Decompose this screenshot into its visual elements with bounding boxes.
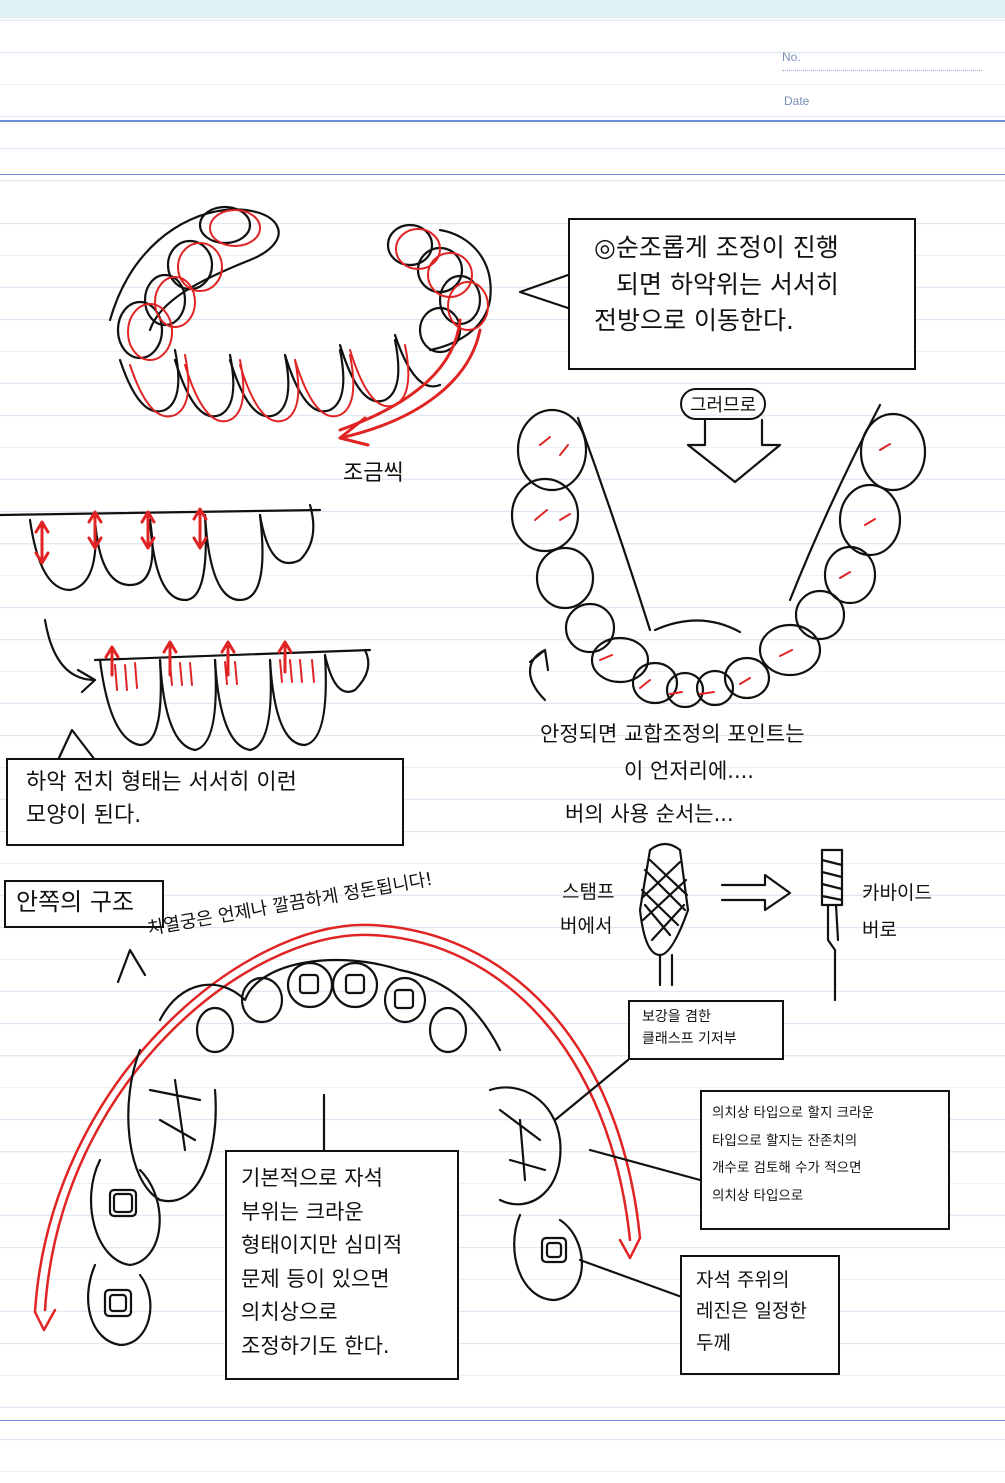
top-callout-tail	[520, 275, 568, 308]
clasp-line-2: 클래스프 기저부	[642, 1028, 782, 1050]
therefore-badge: 그러므로	[680, 388, 766, 420]
carbide-bur-drawing	[822, 850, 842, 1000]
resin-line-1: 자석 주위의	[696, 1265, 838, 1296]
bur-arrow	[722, 875, 790, 910]
denture-callout: 의치상 타입으로 할지 크라운 타입으로 할지는 잔존치의 개수로 검토해 수가…	[700, 1090, 950, 1230]
stamp-bur-label-2: 버에서	[560, 911, 612, 938]
lower-arch-drawing	[512, 405, 925, 707]
stamp-bur-label-1: 스탬프	[562, 877, 614, 904]
center-line-1: 기본적으로 자석	[241, 1162, 457, 1196]
center-line-2: 부위는 크라운	[241, 1196, 457, 1230]
resin-line-3: 두께	[696, 1328, 838, 1359]
anterior-callout: 하악 전치 형태는 서서히 이런 모양이 된다.	[6, 758, 404, 846]
stable-line-1: 안정되면 교합조정의 포인트는	[540, 718, 805, 748]
bur-order-label: 버의 사용 순서는...	[565, 798, 734, 828]
clasp-line-1: 보강을 겸한	[642, 1006, 782, 1028]
upper-arch-drawing	[110, 207, 491, 416]
lower-arch-red-points	[535, 437, 890, 694]
center-callout: 기본적으로 자석 부위는 크라운 형태이지만 심미적 문제 등이 있으면 의치상…	[225, 1150, 459, 1380]
center-line-5: 의치상으로	[241, 1296, 457, 1330]
carbide-bur-label-2: 버로	[862, 915, 897, 942]
clasp-callout: 보강을 겸한 클래스프 기저부	[628, 1000, 784, 1060]
therefore-arrow	[688, 420, 780, 482]
stamp-bur-drawing	[640, 844, 688, 985]
resin-line-2: 레진은 일정한	[696, 1296, 838, 1327]
rotate-arrow	[530, 650, 548, 700]
inner-structure-title-box: 안쪽의 구조	[4, 880, 164, 928]
denture-line-4: 의치상 타입으로	[712, 1183, 948, 1211]
top-callout: ◎순조롭게 조정이 진행 되면 하악위는 서서히 전방으로 이동한다.	[568, 218, 916, 370]
anterior-callout-tail	[58, 730, 95, 760]
anterior-bottom-drawing	[95, 650, 370, 750]
denture-line-1: 의치상 타입으로 할지 크라운	[712, 1100, 948, 1128]
curve-arrow	[45, 620, 95, 692]
top-callout-line-3: 전방으로 이동한다.	[594, 303, 914, 340]
top-callout-line-2: 되면 하악위는 서서히	[594, 267, 914, 304]
stable-line-2: 이 언저리에....	[624, 755, 754, 785]
inner-structure-title: 안쪽의 구조	[16, 888, 162, 917]
top-callout-line-1: ◎순조롭게 조정이 진행	[594, 230, 914, 267]
vertical-red-arrows	[36, 509, 206, 563]
center-line-3: 형태이지만 심미적	[241, 1229, 457, 1263]
carbide-bur-label-1: 카바이드	[862, 878, 932, 905]
center-line-6: 조정하기도 한다.	[241, 1330, 457, 1364]
anterior-line-1: 하악 전치 형태는 서서히 이런	[26, 766, 402, 799]
resin-callout: 자석 주위의 레진은 일정한 두께	[680, 1255, 840, 1375]
little-label: 조금씩	[343, 455, 404, 487]
denture-line-3: 개수로 검토해 수가 적으면	[712, 1155, 948, 1183]
arc-label-tail	[118, 950, 145, 982]
anterior-line-2: 모양이 된다.	[26, 799, 402, 832]
center-line-4: 문제 등이 있으면	[241, 1263, 457, 1297]
denture-line-2: 타입으로 할지는 잔존치의	[712, 1128, 948, 1156]
